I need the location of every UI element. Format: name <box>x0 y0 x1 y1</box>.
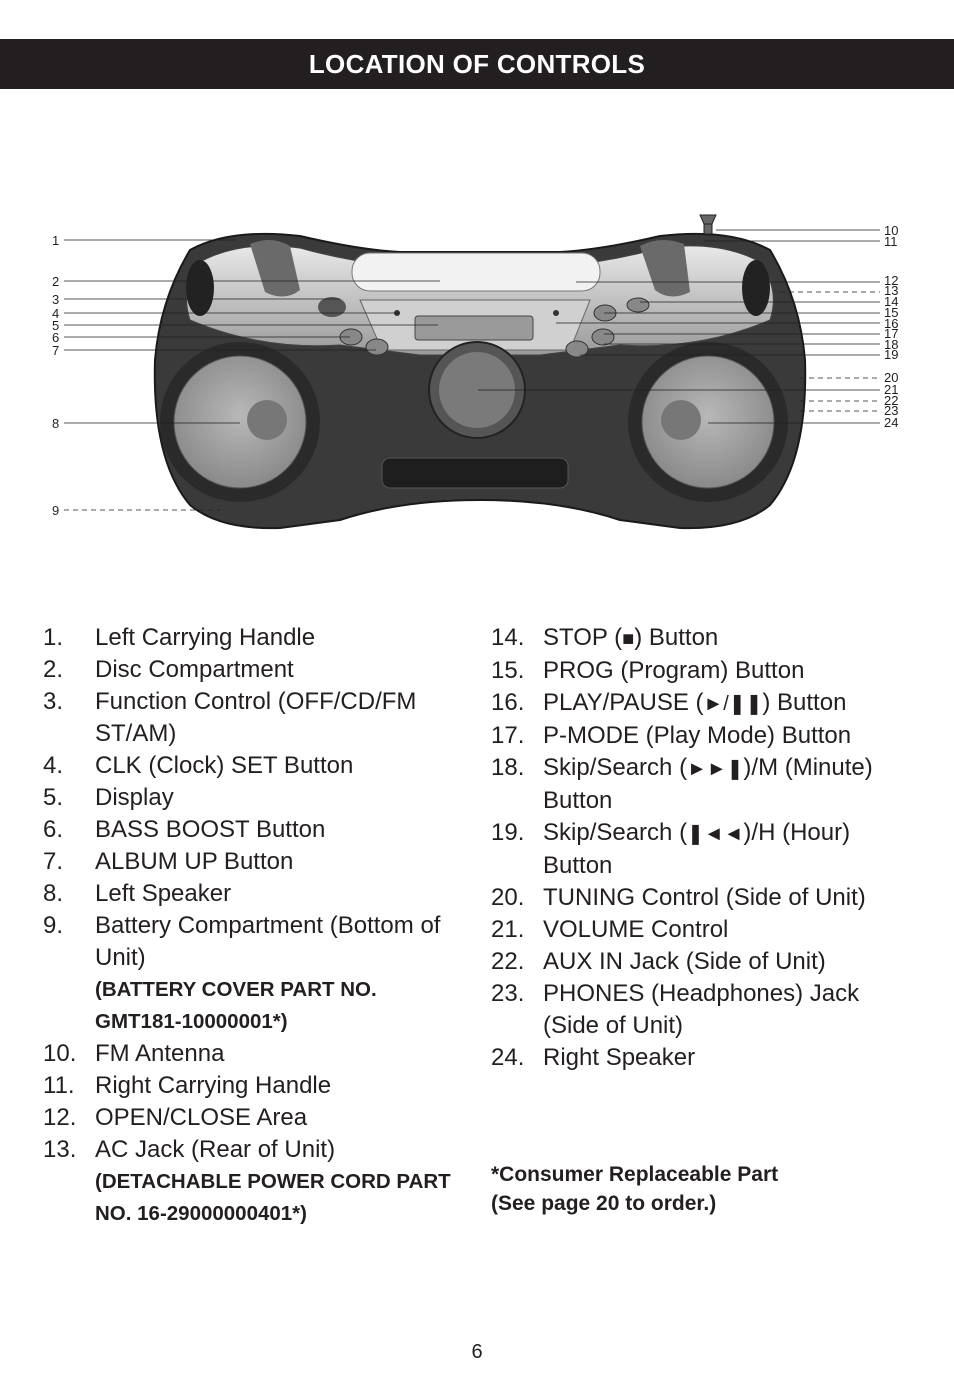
callout-18: 18 <box>884 337 898 352</box>
title-bar: LOCATION OF CONTROLS <box>0 39 954 89</box>
callout-21: 21 <box>884 382 898 397</box>
list-item: 5.Display <box>43 784 174 811</box>
list-item: 18.Skip/Search (►►❚)/M (Minute) Button <box>491 754 873 814</box>
list-item: 20.TUNING Control (Side of Unit) <box>491 884 866 911</box>
list-item: 21.VOLUME Control <box>491 916 729 943</box>
list-item: 15.PROG (Program) Button <box>491 657 805 684</box>
controls-list-left: 1.Left Carrying Handle 2.Disc Compartmen… <box>43 622 463 1230</box>
callout-6: 6 <box>52 330 59 345</box>
callout-9: 9 <box>52 503 59 518</box>
list-item: 4.CLK (Clock) SET Button <box>43 752 354 779</box>
callout-12: 12 <box>884 273 898 288</box>
stop-icon: ■ <box>622 628 635 650</box>
list-item: 24.Right Speaker <box>491 1044 696 1071</box>
callout-numbers: 1 2 3 4 5 6 7 8 9 10 11 12 13 14 15 16 1… <box>52 223 898 518</box>
callout-4: 4 <box>52 306 59 321</box>
callout-15: 15 <box>884 305 898 320</box>
skip-forward-icon: ►►❚ <box>687 758 744 780</box>
callout-11: 11 <box>884 234 898 249</box>
callout-16: 16 <box>884 316 898 331</box>
replaceable-part-footnote: *Consumer Replaceable Part (See page 20 … <box>491 1163 779 1215</box>
callout-17: 17 <box>884 326 898 341</box>
callout-5: 5 <box>52 318 59 333</box>
callout-24: 24 <box>884 415 898 430</box>
list-item: 13.AC Jack (Rear of Unit)(DETACHABLE POW… <box>43 1134 463 1230</box>
list-item: 10.FM Antenna <box>43 1040 225 1067</box>
callout-14: 14 <box>884 294 898 309</box>
list-item: 16.PLAY/PAUSE (►/❚❚) Button <box>491 689 847 716</box>
play-pause-icon: ►/❚❚ <box>703 693 763 715</box>
list-item: 14.STOP (■) Button <box>491 624 719 651</box>
controls-list-right: 14.STOP (■) Button 15.PROG (Program) But… <box>491 622 921 1074</box>
callout-10: 10 <box>884 223 898 238</box>
callout-22: 22 <box>884 393 898 408</box>
callout-2: 2 <box>52 274 59 289</box>
boombox-diagram: 1 2 3 4 5 6 7 8 9 10 11 12 13 14 15 16 1… <box>52 214 898 530</box>
list-item: 2.Disc Compartment <box>43 656 294 683</box>
list-item: 11.Right Carrying Handle <box>43 1072 332 1099</box>
callout-13: 13 <box>884 283 898 298</box>
callout-23: 23 <box>884 403 898 418</box>
callout-8: 8 <box>52 416 59 431</box>
boombox-body <box>153 214 807 530</box>
page-number: 6 <box>471 1341 483 1363</box>
list-item: 3.Function Control (OFF/CD/FM ST/AM) <box>43 688 417 747</box>
callout-20: 20 <box>884 370 898 385</box>
list-item: 6.BASS BOOST Button <box>43 816 326 843</box>
skip-back-icon: ❚◄◄ <box>687 823 744 845</box>
list-item: 23.PHONES (Headphones) Jack (Side of Uni… <box>491 980 860 1039</box>
list-item: 12.OPEN/CLOSE Area <box>43 1104 308 1131</box>
part-number-note: (BATTERY COVER PART NO. GMT181-10000001*… <box>95 978 377 1033</box>
list-item: 22.AUX IN Jack (Side of Unit) <box>491 948 826 975</box>
callout-19: 19 <box>884 347 898 362</box>
list-item: 19.Skip/Search (❚◄◄)/H (Hour) Button <box>491 819 851 879</box>
part-number-note: (DETACHABLE POWER CORD PART NO. 16-29000… <box>95 1170 451 1225</box>
page-title: LOCATION OF CONTROLS <box>308 48 646 79</box>
list-item: 9.Battery Compartment (Bottom of Unit)(B… <box>43 910 463 1038</box>
list-item: 8.Left Speaker <box>43 880 232 907</box>
list-item: 17.P-MODE (Play Mode) Button <box>491 722 852 749</box>
callout-lines <box>64 229 880 511</box>
callout-3: 3 <box>52 292 59 307</box>
list-item: 7.ALBUM UP Button <box>43 848 294 875</box>
callout-1: 1 <box>52 233 59 248</box>
list-item: 1.Left Carrying Handle <box>43 624 316 651</box>
callout-7: 7 <box>52 343 59 358</box>
